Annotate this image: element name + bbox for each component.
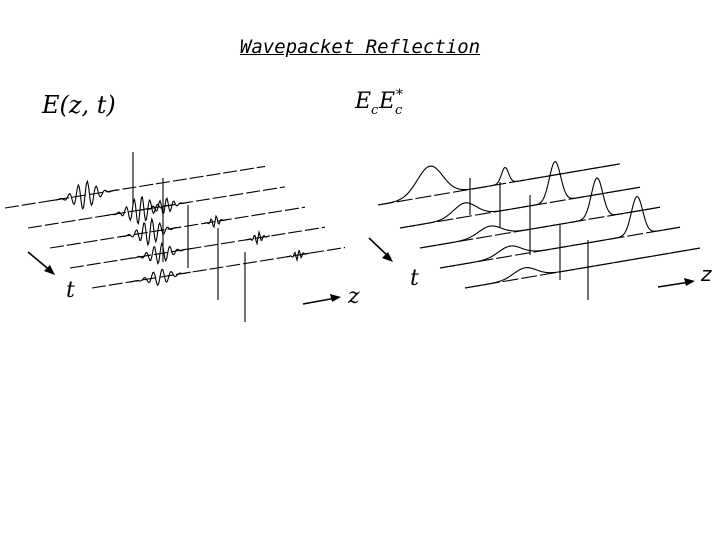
svg-text:c: c	[395, 103, 403, 118]
left-wavepacket-4	[202, 214, 228, 229]
right-baseline-group	[377, 163, 701, 289]
svg-text:c: c	[371, 103, 379, 118]
right-envelope-1	[399, 160, 641, 229]
left-wavepacket-8	[285, 249, 311, 263]
svg-text:E: E	[354, 89, 371, 114]
left-baseline-3	[69, 226, 326, 269]
left-wavepacket-2	[140, 196, 190, 216]
left-baseline-0	[4, 165, 266, 209]
left-space-arrow	[302, 294, 341, 305]
right-envelope-group	[377, 160, 701, 289]
svg-text:E: E	[378, 89, 395, 114]
left-time-axis-label: t	[66, 278, 75, 303]
right-function-label: E c E * c	[354, 87, 403, 118]
right-space-axis-label: z	[700, 262, 712, 286]
left-wavepacket-1	[106, 196, 174, 225]
slide-title: Wavepacket Reflection	[0, 36, 720, 58]
left-wavepacket-3	[118, 217, 181, 247]
left-wavepacket-6	[245, 230, 271, 246]
left-wavepacket-0	[51, 179, 119, 210]
left-wavepacket-5	[128, 241, 191, 265]
slide-title-text: Wavepacket Reflection	[239, 36, 481, 58]
right-envelope-0	[377, 163, 621, 206]
right-time-arrow	[368, 237, 393, 262]
left-function-label: E(z, t)	[41, 91, 116, 119]
left-space-axis-label: z	[347, 284, 360, 309]
right-interface-marks	[469, 178, 589, 300]
left-time-arrow	[27, 251, 55, 275]
right-space-arrow	[657, 278, 695, 288]
left-interface-marks	[132, 152, 246, 322]
right-time-axis-label: t	[410, 266, 419, 291]
right-envelope-2	[419, 177, 661, 249]
left-wavepacket-group	[51, 179, 311, 287]
left-wavepacket-7	[128, 268, 191, 287]
left-baseline-1	[27, 186, 286, 229]
svg-text:*: *	[396, 87, 403, 103]
right-envelope-4	[464, 247, 701, 289]
